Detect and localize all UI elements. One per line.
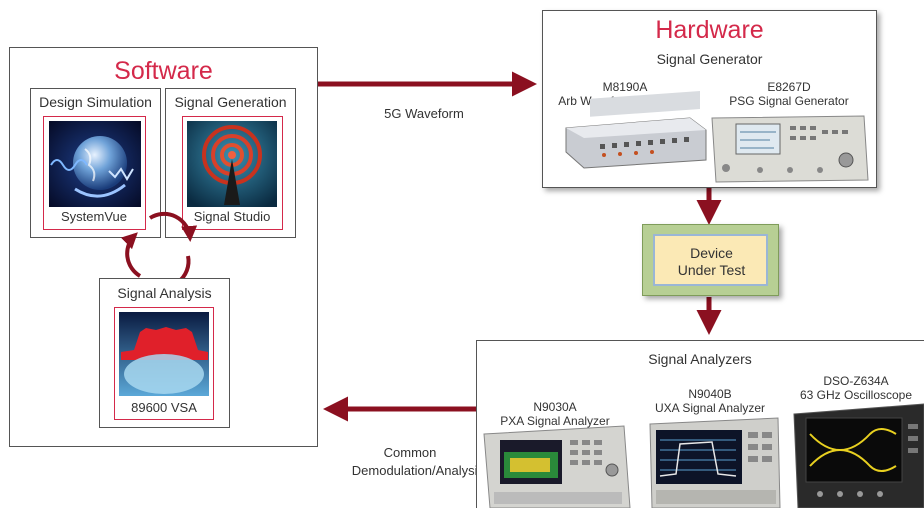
hardware-subtitle: Signal Generator — [656, 51, 763, 67]
n9030a-model: N9030A — [533, 400, 577, 414]
n9040b-model: N9040B — [688, 387, 732, 401]
signal-analysis-header: Signal Analysis — [117, 285, 212, 301]
n9030a-desc: PXA Signal Analyzer — [500, 414, 610, 428]
systemvue-label: SystemVue — [61, 209, 127, 224]
analyzers-title: Signal Analyzers — [648, 351, 752, 367]
vsa-spectrum-icon — [119, 312, 209, 396]
signal-studio-label: Signal Studio — [193, 209, 271, 224]
systemvue-globe-icon — [49, 121, 141, 207]
dut-label-line2: Under Test — [677, 262, 746, 278]
signal-studio-antenna-icon — [187, 121, 277, 207]
vsa-label: 89600 VSA — [131, 400, 197, 415]
hardware-title: Hardware — [655, 16, 764, 44]
dso-model: DSO-Z634A — [823, 374, 889, 388]
m8190a-model: M8190A — [602, 80, 648, 94]
dut-label-line1: Device — [690, 245, 733, 261]
signal-studio-card[interactable]: Signal Studio — [182, 116, 283, 230]
design-simulation-header: Design Simulation — [39, 94, 152, 110]
systemvue-card[interactable]: SystemVue — [43, 116, 146, 230]
signal-generation-header: Signal Generation — [174, 94, 287, 110]
dso-desc: 63 GHz Oscilloscope — [799, 388, 913, 402]
demod-arrow-label-2: Demodulation/Analysis — [351, 463, 484, 478]
dut-inner — [653, 234, 768, 286]
e8267d-desc: PSG Signal Generator — [729, 94, 849, 108]
demod-arrow-label-1: Common — [383, 445, 437, 460]
waveform-arrow-label: 5G Waveform — [384, 106, 464, 121]
n9040b-desc: UXA Signal Analyzer — [654, 401, 766, 415]
vsa-card[interactable]: 89600 VSA — [114, 307, 214, 420]
e8267d-model: E8267D — [767, 80, 811, 94]
software-title: Software — [114, 57, 213, 85]
dut-board[interactable]: Device Under Test — [642, 224, 779, 296]
